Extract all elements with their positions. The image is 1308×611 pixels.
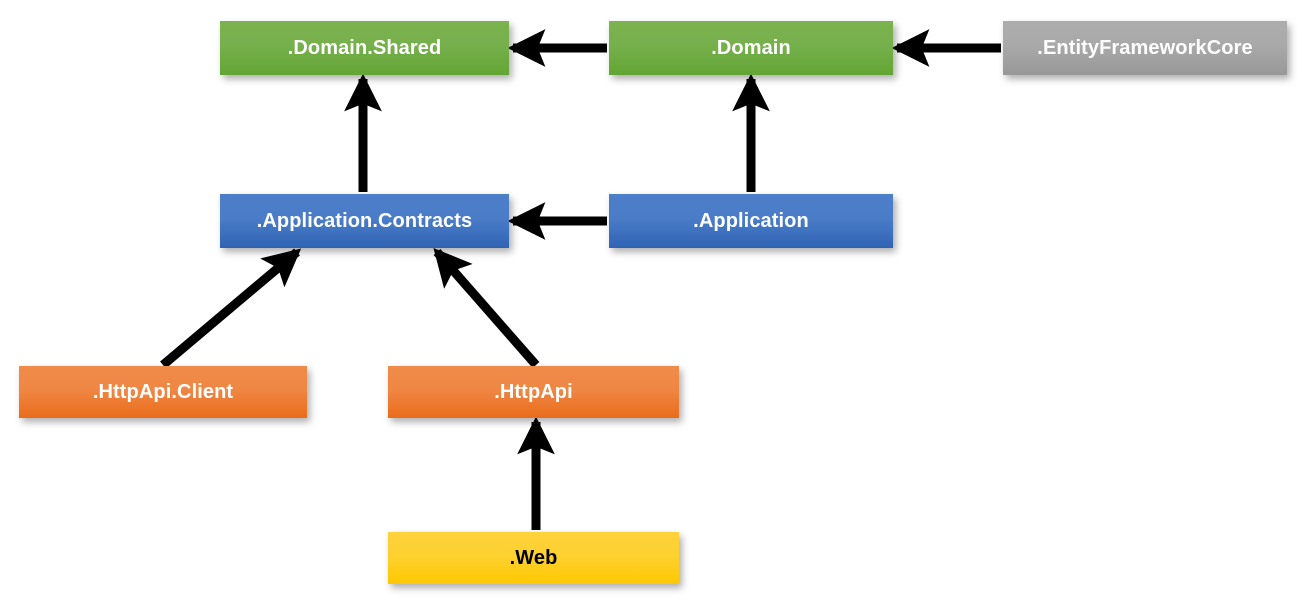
node-label: .Domain xyxy=(711,37,791,59)
node-label: .Web xyxy=(509,547,558,569)
node-label: .Application.Contracts xyxy=(256,210,473,232)
node-domain[interactable]: .Domain xyxy=(609,21,893,75)
node-label: .HttpApi.Client xyxy=(92,381,234,403)
node-application[interactable]: .Application xyxy=(609,194,893,248)
node-entity-framework-core[interactable]: .EntityFrameworkCore xyxy=(1003,21,1287,75)
node-label: .EntityFrameworkCore xyxy=(1037,37,1253,59)
node-label: .Application xyxy=(693,210,809,232)
node-label: .Domain.Shared xyxy=(287,37,442,59)
node-application-contracts[interactable]: .Application.Contracts xyxy=(220,194,509,248)
node-httpapi-client[interactable]: .HttpApi.Client xyxy=(19,366,307,418)
node-web[interactable]: .Web xyxy=(388,532,679,584)
node-label: .HttpApi xyxy=(494,381,573,403)
node-httpapi[interactable]: .HttpApi xyxy=(388,366,679,418)
arrow-httpapi-client-to-application-contracts xyxy=(160,248,302,369)
node-domain-shared[interactable]: .Domain.Shared xyxy=(220,21,509,75)
arrow-httpapi-to-application-contracts xyxy=(433,247,540,368)
